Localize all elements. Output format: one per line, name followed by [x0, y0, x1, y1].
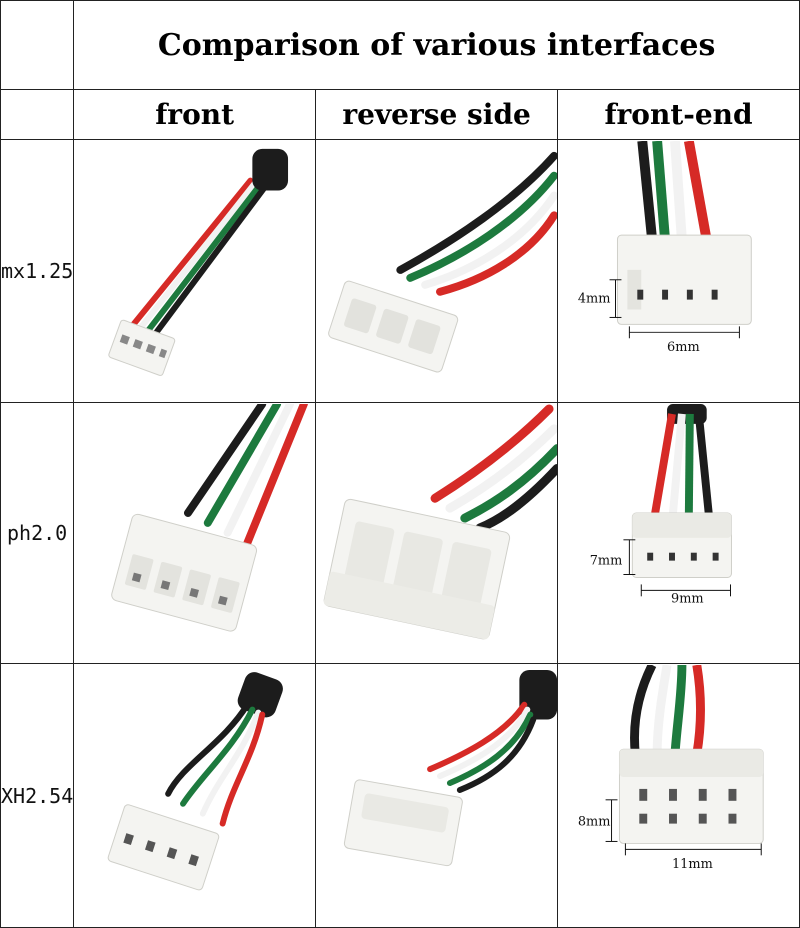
- photo-mx125-front-end: 4mm 6mm: [557, 139, 800, 403]
- column-header-front: front: [73, 89, 317, 140]
- row-label-ph20: ph2.0: [0, 402, 75, 664]
- connector-photo: [328, 151, 557, 373]
- width-dimension-label: 11mm: [672, 857, 713, 872]
- photo-xh254-front-end: 8mm 11mm: [557, 663, 800, 928]
- height-dimension-label: 4mm: [578, 291, 611, 306]
- connector-photo: [111, 403, 309, 632]
- column-header-front-end: front-end: [557, 89, 800, 140]
- column-header-reverse-side: reverse side: [315, 89, 559, 140]
- row-label-mx125: mx1.25: [0, 139, 75, 403]
- corner-cell: [0, 0, 75, 90]
- connector-photo: [108, 148, 289, 376]
- photo-ph20-front: [73, 402, 317, 664]
- photo-xh254-reverse: [315, 663, 559, 928]
- photo-ph20-front-end: 7mm 9mm: [557, 402, 800, 664]
- photo-ph20-reverse: [315, 402, 559, 664]
- connector-photo: 7mm 9mm: [590, 403, 733, 606]
- connector-photo: 8mm 11mm: [578, 664, 764, 872]
- photo-xh254-front: [73, 663, 317, 928]
- corner-cell-2: [0, 89, 75, 140]
- height-dimension-label: 8mm: [578, 814, 611, 829]
- row-label-xh254: XH2.54: [0, 663, 75, 928]
- width-dimension-label: 6mm: [667, 340, 700, 355]
- photo-mx125-front: [73, 139, 317, 403]
- table-title: Comparison of various interfaces: [73, 0, 800, 90]
- connector-photo: [343, 669, 557, 866]
- height-dimension-label: 7mm: [590, 553, 623, 568]
- width-dimension-label: 9mm: [671, 591, 704, 606]
- photo-mx125-reverse: [315, 139, 559, 403]
- connector-photo: [107, 671, 284, 891]
- connector-photo: 4mm 6mm: [578, 140, 752, 355]
- connector-photo: [323, 404, 557, 639]
